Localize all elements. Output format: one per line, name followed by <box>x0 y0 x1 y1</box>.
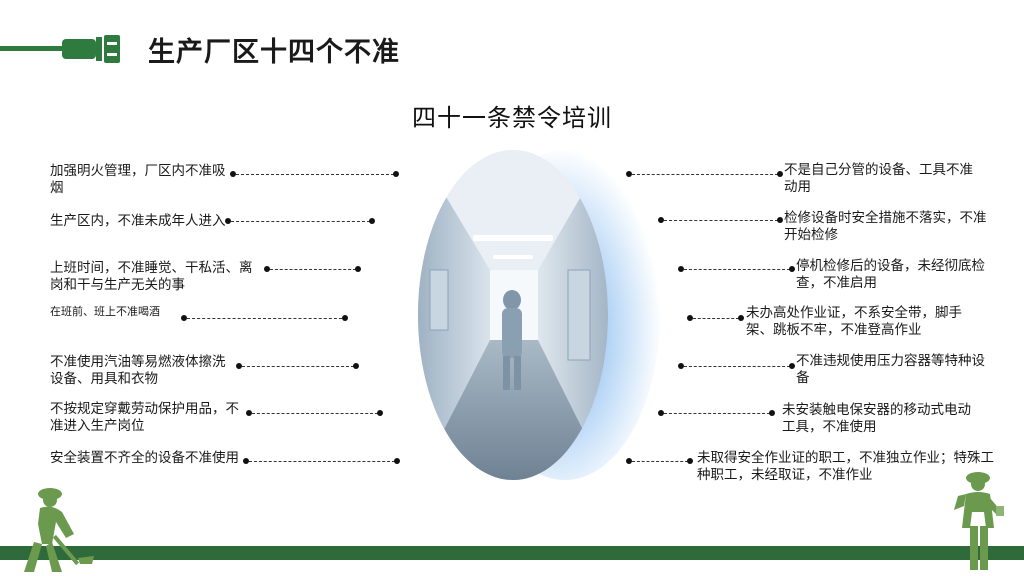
worker-inspector-icon <box>954 472 1004 570</box>
right-leader-3 <box>684 269 790 270</box>
left-dot-4-end <box>342 315 348 321</box>
right-item-2: 检修设备时安全措施不落实，不准开始检修 <box>784 210 987 243</box>
left-dot-7-start <box>243 458 249 464</box>
left-leader-4 <box>187 318 342 319</box>
right-leader-5 <box>684 366 790 367</box>
left-dot-1-end <box>393 171 399 177</box>
left-leader-3 <box>270 269 356 270</box>
right-leader-1 <box>632 174 778 175</box>
left-dot-6-start <box>246 410 252 416</box>
left-item-1: 加强明火管理，厂区内不准吸烟 <box>50 163 226 196</box>
right-leader-6 <box>664 413 770 414</box>
left-dot-6-end <box>377 410 383 416</box>
right-dot-1-end <box>777 171 783 177</box>
left-item-4: 在班前、班上不准喝酒 <box>50 305 160 318</box>
right-dot-5-start <box>678 363 684 369</box>
footer-bar <box>0 546 1024 560</box>
right-dot-7-start <box>626 458 632 464</box>
right-dot-3-end <box>789 266 795 272</box>
page-title: 生产厂区十四个不准 <box>148 37 400 68</box>
right-dot-4-end <box>738 315 744 321</box>
right-leader-4 <box>693 318 739 319</box>
cleanroom-image <box>418 150 608 480</box>
right-dot-6-end <box>769 410 775 416</box>
right-leader-7 <box>632 461 688 462</box>
left-leader-6 <box>252 413 378 414</box>
left-dot-5-start <box>236 363 242 369</box>
left-dot-4-start <box>181 315 187 321</box>
left-dot-5-end <box>353 363 359 369</box>
right-item-1: 不是自己分管的设备、工具不准动用 <box>784 162 973 195</box>
right-dot-4-start <box>687 315 693 321</box>
right-leader-2 <box>664 220 778 221</box>
page-subtitle: 四十一条禁令培训 <box>412 104 612 132</box>
right-dot-3-start <box>678 266 684 272</box>
worker-digging-icon <box>24 488 94 572</box>
left-leader-2 <box>231 221 370 222</box>
right-item-3: 停机检修后的设备，未经彻底检查，不准启用 <box>796 258 985 291</box>
left-leader-7 <box>249 461 395 462</box>
left-leader-1 <box>236 174 394 175</box>
left-dot-3-end <box>355 266 361 272</box>
plug-icon <box>62 35 120 63</box>
right-dot-5-end <box>789 363 795 369</box>
left-dot-1-start <box>230 171 236 177</box>
right-dot-2-start <box>658 217 664 223</box>
left-item-3: 上班时间，不准睡觉、干私活、离岗和干与生产无关的事 <box>50 260 253 293</box>
right-dot-2-end <box>777 217 783 223</box>
left-item-7: 安全装置不齐全的设备不准使用 <box>50 450 239 466</box>
right-dot-6-start <box>658 410 664 416</box>
left-item-2: 生产区内，不准未成年人进入 <box>50 213 226 229</box>
left-leader-5 <box>242 366 354 367</box>
left-dot-2-end <box>369 218 375 224</box>
right-item-7: 未取得安全作业证的职工，不准独立作业；特殊工种职工，未经取证，不准作业 <box>697 450 994 483</box>
right-dot-7-end <box>687 458 693 464</box>
right-dot-1-start <box>626 171 632 177</box>
left-dot-2-start <box>225 218 231 224</box>
left-item-6: 不按规定穿戴劳动保护用品，不准进入生产岗位 <box>50 401 239 434</box>
right-item-4: 未办高处作业证，不系安全带，脚手架、跳板不牢，不准登高作业 <box>746 305 962 338</box>
left-item-5: 不准使用汽油等易燃液体擦洗设备、用具和衣物 <box>50 354 226 387</box>
left-dot-7-end <box>394 458 400 464</box>
header-line <box>0 46 70 51</box>
right-item-5: 不准违规使用压力容器等特种设备 <box>796 353 985 386</box>
left-dot-3-start <box>264 266 270 272</box>
right-item-6: 未安装触电保安器的移动式电动工具，不准使用 <box>782 402 971 435</box>
